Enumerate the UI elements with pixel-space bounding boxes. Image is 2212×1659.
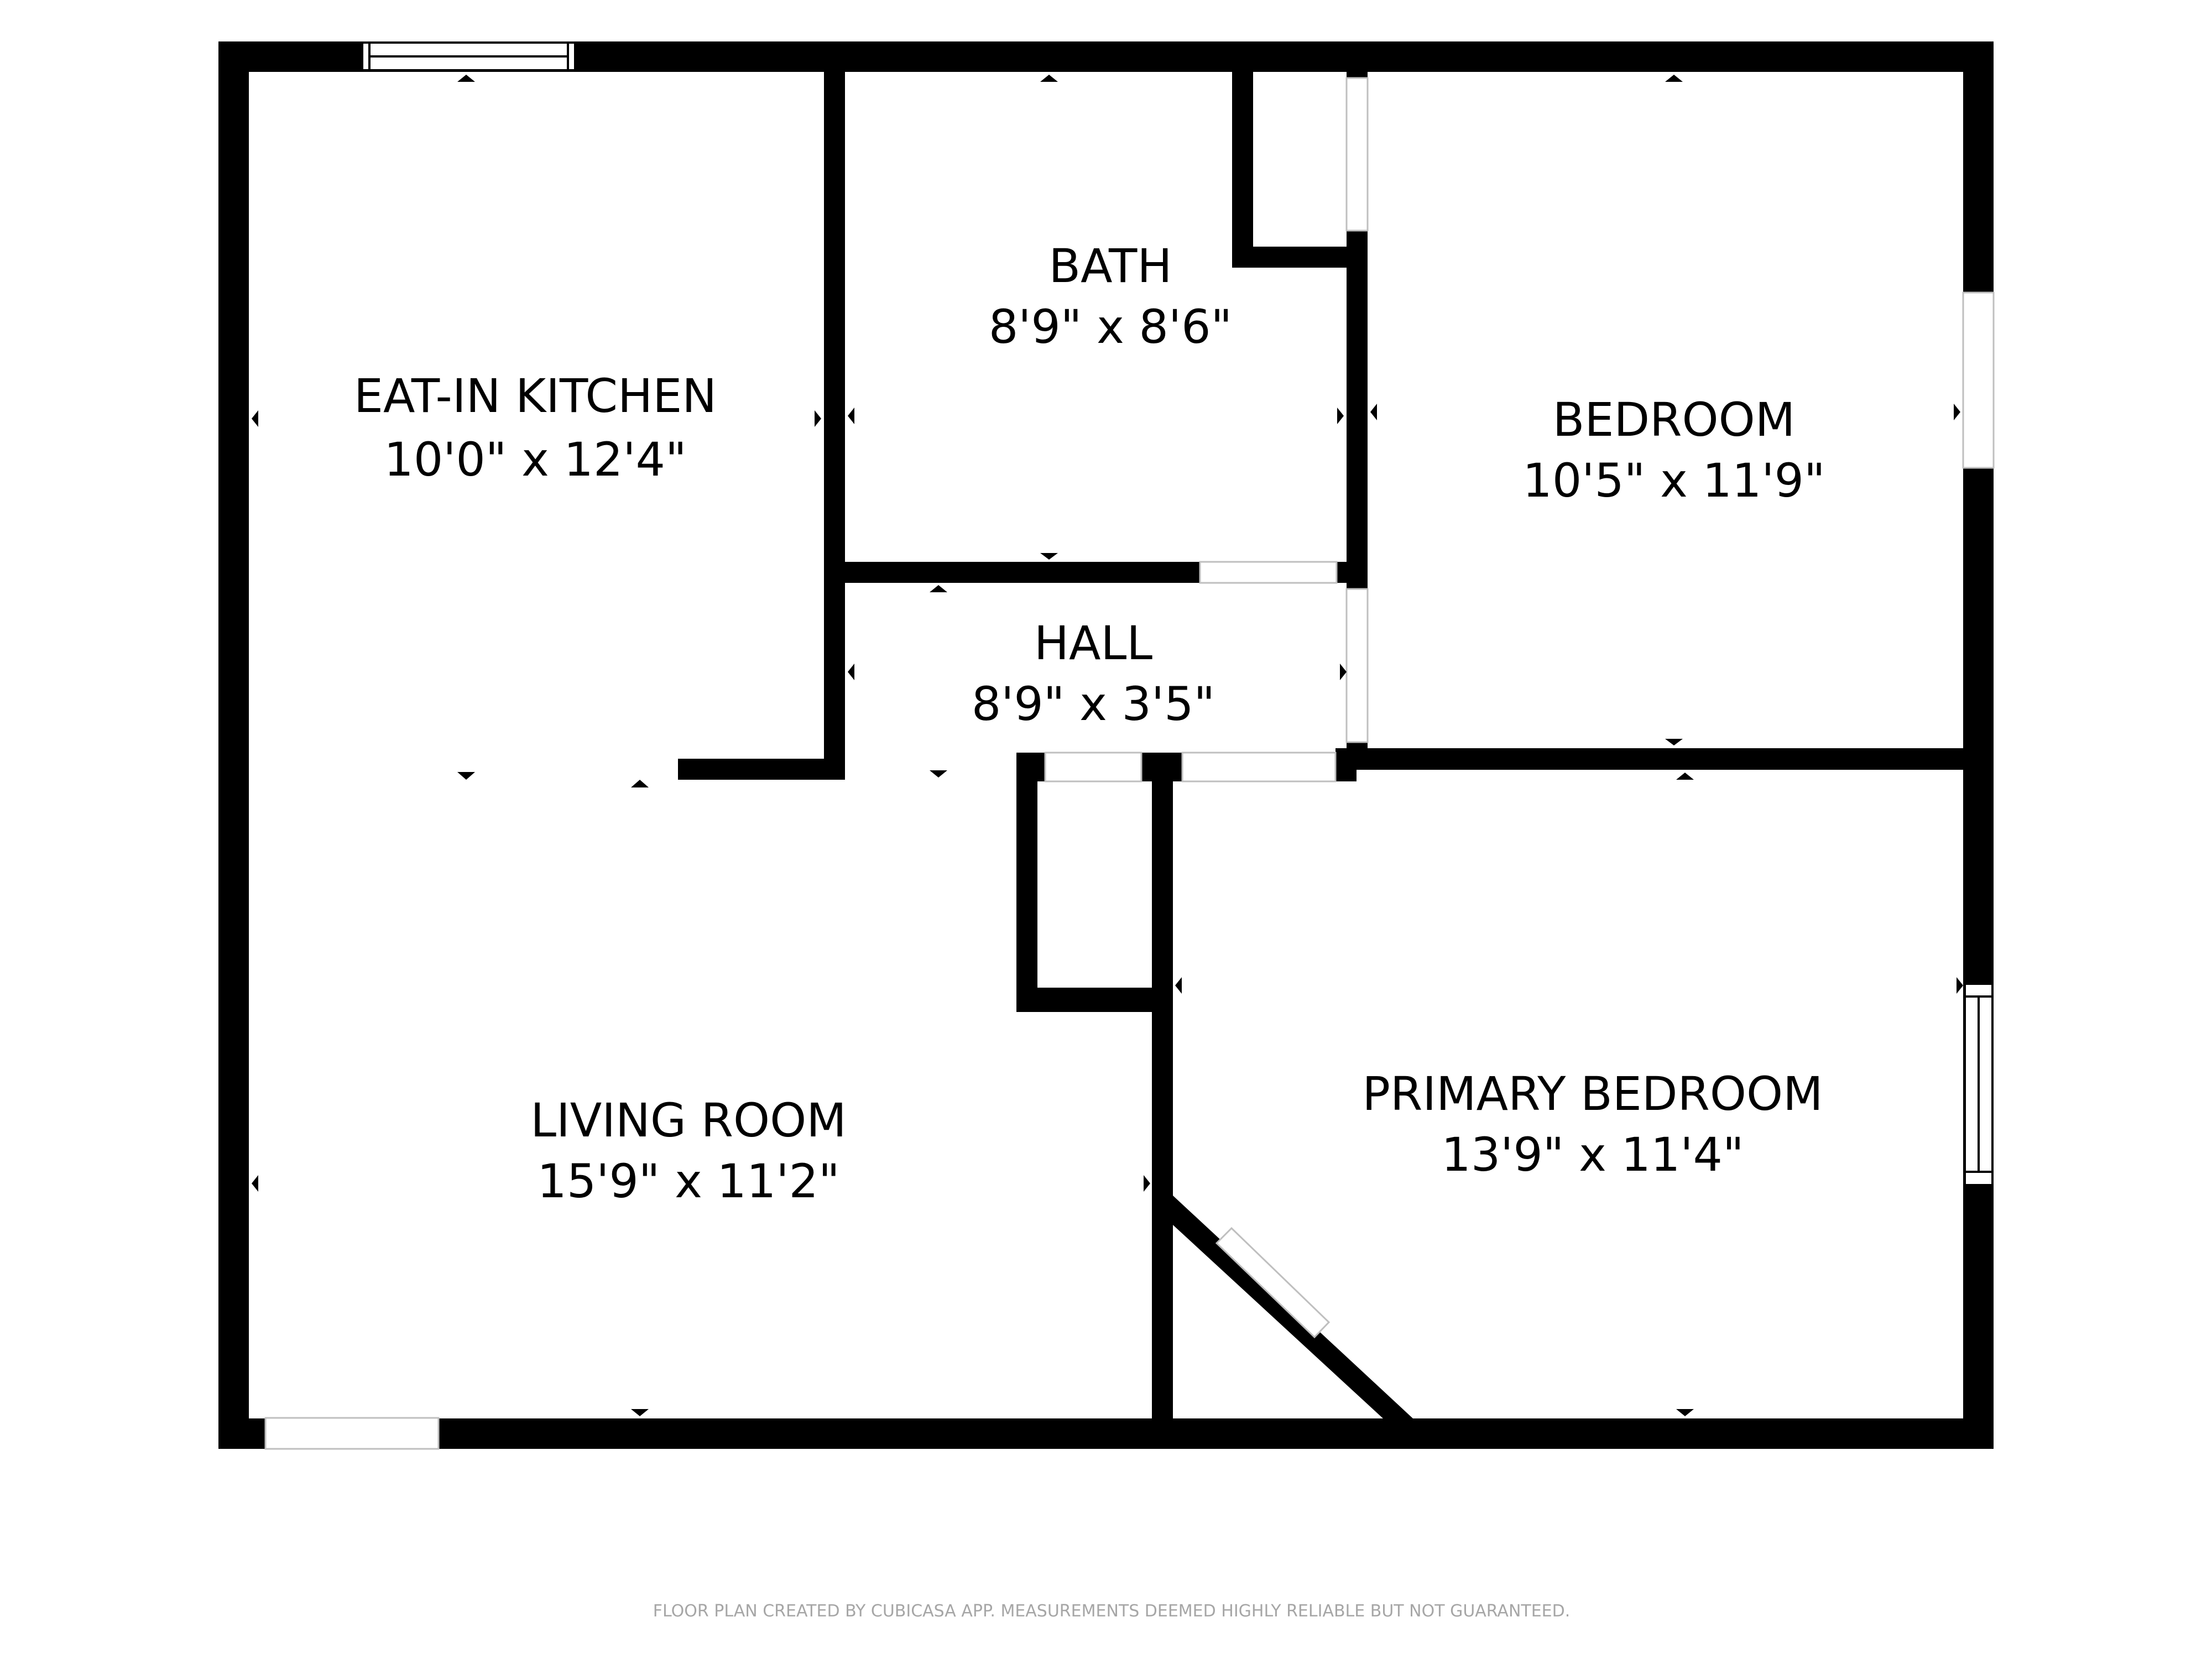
- marker-right-icon: [815, 410, 821, 427]
- interior-walls: [678, 41, 1994, 1449]
- kitchen-window: [361, 41, 576, 71]
- room-label-bedroom: BEDROOM 10'5" x 11'9": [1522, 393, 1825, 508]
- primary-bedroom-door-opening[interactable]: [1181, 752, 1337, 782]
- marker-left-icon: [1175, 977, 1182, 994]
- wall-kitchen-bath: [824, 72, 845, 780]
- room-name: EAT-IN KITCHEN: [354, 369, 717, 423]
- room-dimensions: 8'9" x 3'5": [972, 677, 1215, 731]
- room-name: HALL: [1034, 616, 1152, 670]
- wall-left: [218, 41, 249, 1449]
- wall-bath-closet-left: [1232, 72, 1253, 268]
- wall-closet-bottom: [1016, 988, 1173, 1012]
- marker-up-icon: [1665, 75, 1683, 82]
- room-dimensions: 15'9" x 11'2": [537, 1154, 839, 1208]
- primary-bedroom-window: [1964, 983, 1994, 1186]
- room-dimensions: 10'0" x 12'4": [384, 432, 686, 487]
- marker-right-icon: [1954, 404, 1960, 420]
- room-label-kitchen: EAT-IN KITCHEN 10'0" x 12'4": [354, 369, 717, 487]
- diagonal-door-opening[interactable]: [1215, 1227, 1331, 1339]
- room-label-living: LIVING ROOM 15'9" x 11'2": [530, 1093, 847, 1208]
- marker-right-icon: [1337, 408, 1344, 424]
- room-dimensions: 13'9" x 11'4": [1441, 1128, 1744, 1182]
- marker-right-icon: [1144, 1175, 1150, 1192]
- bedroom-window-opening: [1962, 291, 1995, 469]
- wall-bedroom-bottom: [1335, 748, 1994, 770]
- wall-closet-left: [1016, 753, 1037, 1012]
- marker-down-icon: [631, 1409, 649, 1416]
- marker-left-icon: [252, 410, 258, 427]
- marker-right-icon: [1957, 977, 1963, 994]
- marker-up-icon: [631, 780, 649, 787]
- marker-down-icon: [1040, 553, 1058, 560]
- entry-door-opening[interactable]: [264, 1417, 440, 1450]
- marker-down-icon: [457, 772, 475, 780]
- room-dimensions: 8'9" x 8'6": [989, 300, 1232, 354]
- bedroom-door-opening[interactable]: [1345, 588, 1369, 743]
- bath-door-opening[interactable]: [1199, 561, 1338, 584]
- marker-down-icon: [930, 770, 947, 778]
- closet-door-opening[interactable]: [1044, 752, 1142, 782]
- outer-walls: [218, 41, 1994, 1449]
- wall-right: [1963, 41, 1994, 1449]
- footer-disclaimer: FLOOR PLAN CREATED BY CUBICASA APP. MEAS…: [653, 1601, 1571, 1621]
- marker-left-icon: [848, 408, 854, 424]
- room-label-hall: HALL 8'9" x 3'5": [972, 616, 1215, 731]
- room-name: BEDROOM: [1553, 393, 1795, 447]
- wall-living-primary: [1152, 753, 1173, 1449]
- room-label-primary-bedroom: PRIMARY BEDROOM 13'9" x 11'4": [1362, 1067, 1823, 1182]
- wall-bottom: [218, 1418, 1994, 1449]
- marker-left-icon: [848, 664, 854, 680]
- room-dimensions: 10'5" x 11'9": [1522, 453, 1825, 508]
- windows: [361, 41, 1994, 1186]
- dimension-markers: [252, 75, 1963, 1416]
- marker-down-icon: [1665, 739, 1683, 745]
- room-label-bath: BATH 8'9" x 8'6": [989, 239, 1232, 354]
- marker-up-icon: [1676, 773, 1694, 780]
- marker-up-icon: [457, 75, 475, 82]
- marker-down-icon: [1676, 1409, 1694, 1416]
- marker-up-icon: [930, 585, 947, 592]
- room-name: LIVING ROOM: [530, 1093, 847, 1147]
- room-name: BATH: [1048, 239, 1172, 293]
- room-name: PRIMARY BEDROOM: [1362, 1067, 1823, 1121]
- marker-left-icon: [252, 1175, 258, 1192]
- wall-kitchen-stub: [678, 759, 845, 780]
- openings: [264, 77, 1995, 1450]
- bedroom-closet-opening[interactable]: [1345, 77, 1369, 232]
- marker-right-icon: [1340, 664, 1347, 680]
- marker-up-icon: [1040, 75, 1058, 82]
- wall-bath-closet-bottom: [1232, 247, 1368, 268]
- marker-left-icon: [1370, 404, 1377, 420]
